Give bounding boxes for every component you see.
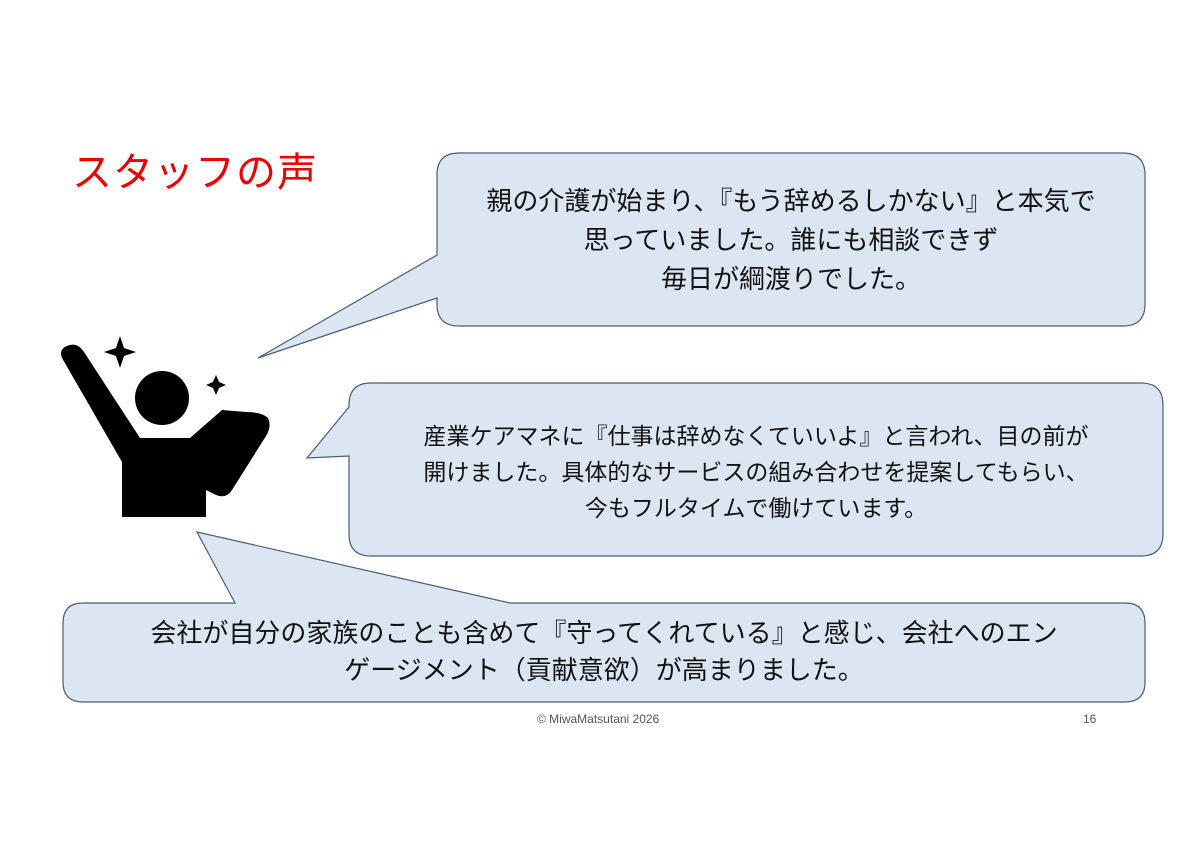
page-number: 16 [1083, 712, 1097, 726]
text-line: 思っていました。誰にも相談できず [583, 226, 999, 256]
bubble-1-text: 親の介護が始まり、『もう辞めるしかない』と本気で 思っていました。誰にも相談でき… [437, 183, 1145, 300]
text-line: ゲージメント（貢献意欲）が高まりました。 [344, 656, 864, 686]
text-line: 今もフルタイムで働けています。 [584, 496, 928, 522]
copyright: © MiwaMatsutani 2026 [537, 712, 660, 726]
speech-bubble-2 [305, 382, 1164, 557]
speech-bubble-1 [257, 152, 1146, 359]
text-line: 開けました。具体的なサービスの組み合わせを提案してもらい、 [423, 460, 1089, 486]
bubble-2-text: 産業ケアマネに『仕事は辞めなくていいよ』と言われ、目の前が 開けました。具体的な… [349, 419, 1163, 527]
cheering-person-icon [61, 336, 270, 517]
text-line: 毎日が綱渡りでした。 [660, 265, 921, 295]
text-line: 親の介護が始まり、『もう辞めるしかない』と本気で [486, 187, 1096, 217]
text-line: 会社が自分の家族のことも含めて『守ってくれている』と感じ、会社へのエン [150, 619, 1058, 649]
slide-title: スタッフの声 [72, 150, 318, 196]
bubble-3-text: 会社が自分の家族のことも含めて『守ってくれている』と感じ、会社へのエン ゲージメ… [63, 616, 1145, 690]
speech-bubble-3 [62, 531, 1146, 703]
text-line: 産業ケアマネに『仕事は辞めなくていいよ』と言われ、目の前が [423, 424, 1089, 450]
